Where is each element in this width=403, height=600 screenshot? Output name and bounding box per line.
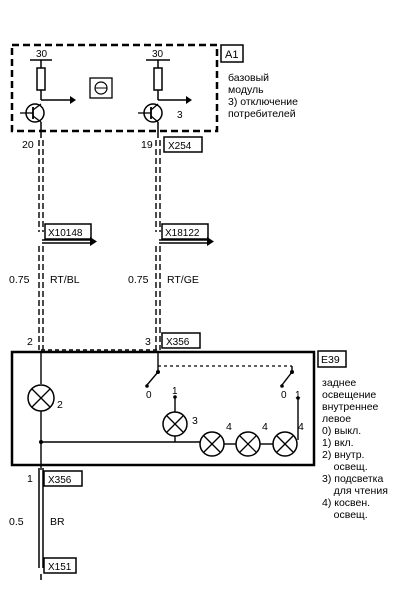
unit-desc-7: 2) внутр. (322, 449, 364, 461)
module-desc-3: 3) отключение (228, 96, 298, 108)
switch-2-on: 1 (295, 390, 301, 401)
unit-desc-4: левое (322, 413, 351, 425)
wire-left-color: RT/BL (50, 274, 80, 286)
lamp-indirect-3-label: 4 (298, 421, 304, 433)
unit-desc-9: 3) подсветка (322, 473, 384, 485)
switch-2-off: 0 (281, 390, 287, 401)
connector-x10148-label: X10148 (48, 228, 83, 239)
wire-right-upper (155, 140, 161, 232)
wire-left-upper (38, 140, 44, 232)
module-desc-4: потребителей (228, 108, 296, 120)
connector-x356-top-label: X356 (166, 337, 190, 348)
lamp-reading-label: 3 (192, 415, 198, 427)
module-desc-2: модуль (228, 84, 264, 96)
connector-x151-box (43, 557, 77, 574)
connector-x356-top-box (161, 332, 201, 349)
connector-x254-box (163, 136, 203, 153)
unit-desc-1: заднее (322, 377, 356, 389)
lamp-indirect-1-label: 4 (226, 421, 232, 433)
switch-1-lever (146, 371, 159, 386)
unit-e39-label: E39 (321, 354, 340, 366)
pin-30-right: 30 (152, 49, 164, 60)
wire-left-size: 0.75 (9, 274, 30, 286)
unit-desc-12: освещ. (322, 509, 368, 521)
module-a1-label: A1 (225, 49, 238, 61)
pin-in-1: 1 (27, 473, 33, 485)
module-a1-label-box (220, 44, 244, 63)
unit-desc-2: освещение (322, 389, 376, 401)
resistor-left (36, 67, 46, 91)
pin-out-19: 19 (141, 139, 153, 151)
unit-desc-10: для чтения (322, 485, 388, 497)
wire-right-size: 0.75 (128, 274, 149, 286)
switch-2-lever (281, 371, 293, 386)
unit-desc-11: 4) косвен. (322, 497, 370, 509)
connector-x10148-box (44, 223, 92, 240)
unit-desc-8: освещ. (322, 461, 368, 473)
wire-bottom-size: 0.5 (9, 516, 24, 528)
wire-bottom (38, 468, 44, 568)
wire-bottom-color: BR (50, 516, 65, 528)
control-unit-icon (89, 77, 113, 99)
unit-e39-label-box (317, 350, 347, 368)
wire-right-lower (155, 246, 161, 350)
lamp-main-label: 2 (57, 399, 63, 411)
wire-left-lower (38, 246, 44, 350)
connector-x18122-label: X18122 (165, 228, 200, 239)
pin-in-2: 2 (27, 336, 33, 348)
unit-desc-6: 1) вкл. (322, 437, 354, 449)
unit-desc-5: 0) выкл. (322, 425, 361, 437)
connector-x254-label: X254 (168, 141, 192, 152)
connector-x151-label: X151 (48, 562, 72, 573)
module-desc-1: базовый (228, 72, 269, 84)
module-a1-box (10, 43, 219, 133)
switch-1-on: 1 (172, 386, 178, 397)
unit-desc-3: внутреннее (322, 401, 379, 413)
connector-x356-bottom-label: X356 (48, 475, 72, 486)
wire-right-color: RT/GE (167, 274, 199, 286)
pin-in-3: 3 (145, 336, 151, 348)
lamp-indirect-2-label: 4 (262, 421, 268, 433)
pin-30-left: 30 (36, 49, 48, 60)
pin-out-20: 20 (22, 139, 34, 151)
connector-x356-bottom-box (43, 470, 83, 487)
unit-e39-box (10, 350, 316, 467)
switch-1-off: 0 (146, 390, 152, 401)
resistor-right (153, 67, 163, 91)
module-pin-3: 3 (177, 110, 183, 121)
connector-x18122-box (161, 223, 209, 240)
